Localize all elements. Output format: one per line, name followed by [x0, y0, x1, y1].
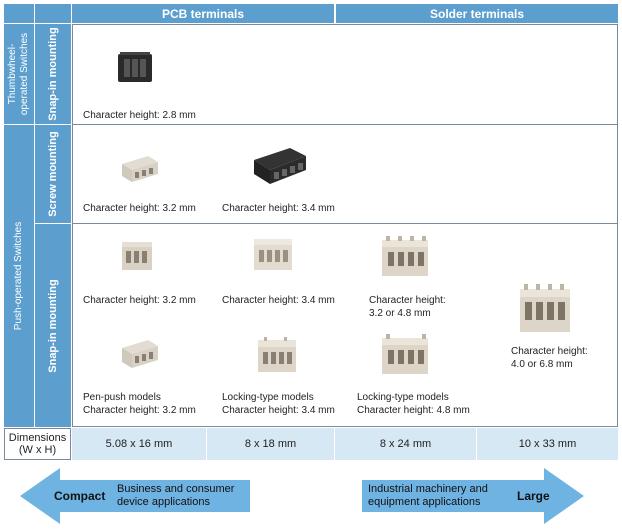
caption-snap-solder-1-line2: 3.2 or 4.8 mm	[369, 308, 431, 319]
caption-locking-solder-line1: Locking-type models	[357, 392, 449, 403]
caption-screw-pcb-1: Character height: 3.2 mm	[83, 203, 196, 214]
dimension-value-3: 8 x 24 mm	[335, 428, 477, 460]
subgroup-snapin-push: Snap-in mounting	[35, 224, 71, 427]
dimensions-label-line2: (W x H)	[18, 444, 57, 456]
arrow-left-desc-line1: Business and consumer	[117, 483, 235, 495]
arrow-right-desc-line2: equipment applications	[368, 496, 481, 508]
subgroup-screw: Screw mounting	[35, 125, 71, 223]
product-image-screw-pcb-1	[122, 156, 158, 182]
caption-snap-pcb-2: Character height: 3.4 mm	[222, 295, 335, 306]
divider-row-1	[72, 124, 618, 125]
caption-screw-pcb-2: Character height: 3.4 mm	[222, 203, 335, 214]
header-pcb-terminals: PCB terminals	[72, 4, 334, 23]
caption-snap-solder-2-line1: Character height:	[511, 346, 588, 357]
caption-locking-pcb-line2: Character height: 3.4 mm	[222, 405, 335, 416]
product-image-thumbwheel	[118, 52, 152, 82]
group-push: Push-operated Switches	[4, 125, 34, 427]
product-image-snap-solder-2	[520, 284, 570, 332]
arrow-right-large	[362, 468, 584, 524]
group-push-label: Push-operated Switches	[13, 221, 24, 331]
product-image-screw-pcb-2	[254, 148, 306, 184]
subgroup-snapin-thumb: Snap-in mounting	[35, 24, 71, 124]
header-solder-terminals: Solder terminals	[336, 4, 618, 23]
dimensions-label: Dimensions (W x H)	[4, 428, 71, 460]
caption-snap-solder-2-line2: 4.0 or 6.8 mm	[511, 359, 573, 370]
product-image-snap-pcb-1	[122, 242, 152, 270]
caption-snap-solder-1-line1: Character height:	[369, 295, 446, 306]
dimensions-label-line1: Dimensions	[8, 432, 67, 444]
product-image-locking-pcb	[258, 337, 296, 372]
dimension-value-1: 5.08 x 16 mm	[72, 428, 207, 460]
grid-body	[72, 24, 618, 427]
arrow-left-label: Compact	[54, 489, 106, 503]
caption-snap-pcb-1: Character height: 3.2 mm	[83, 295, 196, 306]
arrow-right-label: Large	[517, 489, 550, 503]
caption-locking-solder-line2: Character height: 4.8 mm	[357, 405, 470, 416]
arrow-left-desc-line2: device applications	[117, 496, 210, 508]
group-thumbwheel: Thumbwheel-operated Switches	[4, 24, 34, 124]
product-image-snap-solder-1	[382, 236, 428, 276]
corner-cell	[4, 4, 34, 23]
subgroup-snapin-thumb-label: Snap-in mounting	[47, 27, 59, 121]
caption-penpush-line2: Character height: 3.2 mm	[83, 405, 196, 416]
arrow-left-compact	[20, 468, 250, 524]
arrow-right-desc-line1: Industrial machinery and	[368, 483, 488, 495]
caption-locking-pcb-line1: Locking-type models	[222, 392, 314, 403]
subgroup-snapin-push-label: Snap-in mounting	[47, 278, 59, 373]
subgroup-screw-label: Screw mounting	[47, 131, 59, 217]
dimension-value-4: 10 x 33 mm	[477, 428, 618, 460]
product-image-snap-pcb-2	[254, 239, 292, 270]
product-image-locking-solder	[382, 334, 428, 374]
divider-row-2	[72, 223, 618, 224]
group-thumbwheel-label: Thumbwheel-operated Switches	[7, 32, 30, 116]
corner-cell-2	[35, 4, 71, 23]
product-image-penpush	[122, 340, 158, 368]
caption-penpush-line1: Pen-push models	[83, 392, 161, 403]
caption-thumb-snap-pcb: Character height: 2.8 mm	[83, 110, 196, 121]
dimension-value-2: 8 x 18 mm	[207, 428, 335, 460]
